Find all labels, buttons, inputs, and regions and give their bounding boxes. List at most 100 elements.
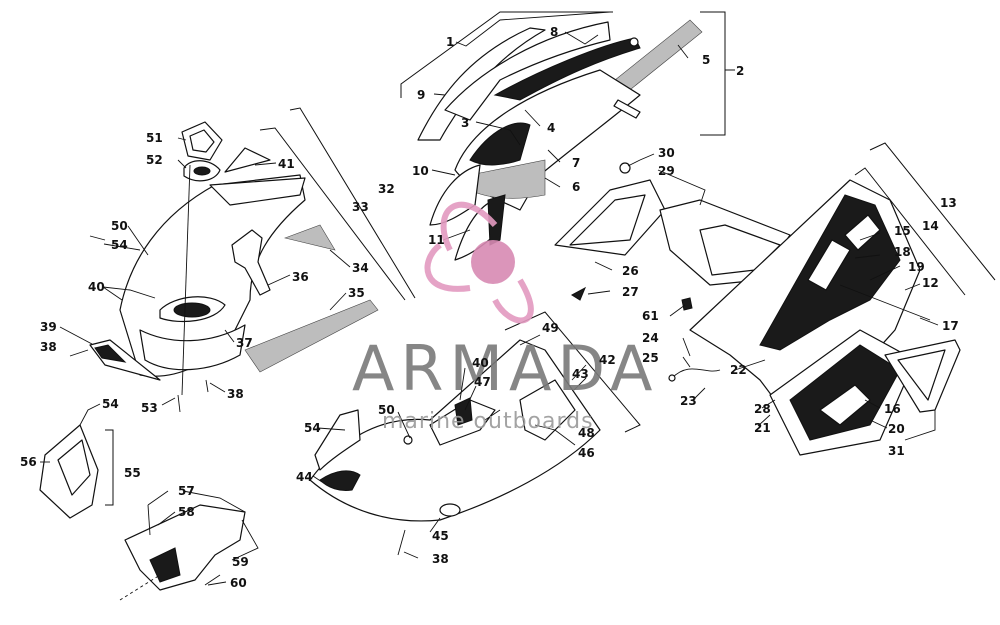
callout-4: 4	[547, 121, 555, 135]
callout-37: 37	[236, 336, 253, 350]
callout-15: 15	[894, 224, 911, 238]
callout-18: 18	[894, 245, 911, 259]
callout-36: 36	[292, 270, 309, 284]
callout-58: 58	[178, 505, 195, 519]
bracket-33	[259, 127, 406, 301]
callout-23: 23	[680, 394, 697, 408]
group-brackets	[259, 11, 996, 433]
belly-pan-group	[309, 339, 601, 556]
callout-41: 41	[278, 157, 295, 171]
callout-5: 5	[702, 53, 710, 67]
callout-14: 14	[922, 219, 939, 233]
bracket-14	[854, 167, 966, 296]
callout-8: 8	[550, 25, 558, 39]
callout-20: 20	[888, 422, 905, 436]
callout-33: 33	[352, 200, 369, 214]
grommet-50b	[403, 435, 413, 445]
screw-38b	[205, 379, 209, 393]
callout-38c: 38	[432, 552, 449, 566]
callout-19: 19	[908, 260, 925, 274]
gasket-inner-51	[189, 129, 215, 153]
callout-42: 42	[599, 353, 616, 367]
panel-34	[283, 224, 336, 251]
screw-60	[204, 574, 221, 586]
callout-50a: 50	[111, 219, 128, 233]
callout-22: 22	[730, 363, 747, 377]
callout-34: 34	[352, 261, 369, 275]
callout-2: 2	[736, 64, 744, 78]
duct-57-dark	[149, 547, 181, 583]
callout-43: 43	[572, 367, 589, 381]
decal-swoosh-upper	[444, 21, 611, 121]
leader-lines	[40, 11, 939, 586]
bracket-55	[105, 429, 114, 506]
lower-panel-20-white	[819, 384, 871, 426]
callout-6: 6	[572, 180, 580, 194]
console-upper-lip	[209, 177, 306, 206]
callout-61: 61	[642, 309, 659, 323]
callout-48: 48	[578, 426, 595, 440]
nose-panel-10	[429, 164, 481, 226]
side-panel-graphic-white-1	[807, 239, 851, 291]
belly-pan-front	[314, 409, 361, 471]
bracket-36	[231, 229, 271, 296]
hood-clip	[629, 37, 639, 47]
callout-1: 1	[446, 35, 454, 49]
bracket-13	[869, 142, 996, 281]
screw-38c	[397, 529, 406, 556]
callout-45: 45	[432, 529, 449, 543]
callout-56: 56	[20, 455, 37, 469]
screw-58	[147, 504, 151, 536]
screw-38a	[69, 349, 89, 357]
callout-40a: 40	[88, 280, 105, 294]
callout-29: 29	[658, 164, 675, 178]
callout-47: 47	[474, 375, 491, 389]
callout-28: 28	[754, 402, 771, 416]
cable-end-23	[668, 374, 676, 382]
belly-pan-hole	[439, 503, 461, 517]
callout-44: 44	[296, 470, 313, 484]
callout-labels: 1 8 5 2 9 3 4 7 6 10 11 51 52 41 32 33 5…	[20, 25, 959, 590]
side-panel-graphic-white-2	[844, 214, 881, 251]
screw-12-17	[839, 284, 931, 321]
callout-54b: 54	[102, 397, 119, 411]
callout-60: 60	[230, 576, 247, 590]
callout-7: 7	[572, 156, 580, 170]
callout-54a: 54	[111, 238, 128, 252]
nose-dark-inner	[487, 194, 506, 246]
trim-frame-31-inner	[897, 349, 946, 401]
callout-46: 46	[578, 446, 595, 460]
panel-26-inner	[569, 194, 646, 246]
hood-bracket	[613, 99, 641, 119]
callout-30: 30	[658, 146, 675, 160]
callout-27: 27	[622, 285, 639, 299]
watermark-brand: ARMADA	[352, 332, 658, 405]
armada-watermark: ARMADA marine outboards	[352, 201, 658, 434]
callout-24: 24	[642, 331, 659, 345]
callout-9: 9	[417, 88, 425, 102]
watermark-tagline: marine outboards	[382, 409, 594, 434]
side-panel-29-group	[554, 162, 791, 301]
console-center-hole	[173, 302, 211, 318]
console-lower	[139, 324, 246, 371]
callout-31: 31	[888, 444, 905, 458]
callout-40b: 40	[472, 356, 489, 370]
hood-decal-group	[417, 19, 703, 261]
callout-57: 57	[178, 484, 195, 498]
grommet-61	[681, 297, 693, 311]
callout-3: 3	[461, 116, 469, 130]
callout-38b: 38	[227, 387, 244, 401]
belly-pan-dark-44	[319, 470, 361, 491]
small-parts-group	[39, 424, 246, 601]
callout-11: 11	[428, 233, 445, 247]
screw-54a	[89, 235, 106, 241]
callout-10: 10	[412, 164, 429, 178]
callout-50b: 50	[378, 403, 395, 417]
callout-21: 21	[754, 421, 771, 435]
callout-12: 12	[922, 276, 939, 290]
console-group	[69, 121, 379, 413]
bracket-2-right	[700, 11, 726, 136]
callout-49: 49	[542, 321, 559, 335]
ring-52-hole	[193, 166, 211, 176]
